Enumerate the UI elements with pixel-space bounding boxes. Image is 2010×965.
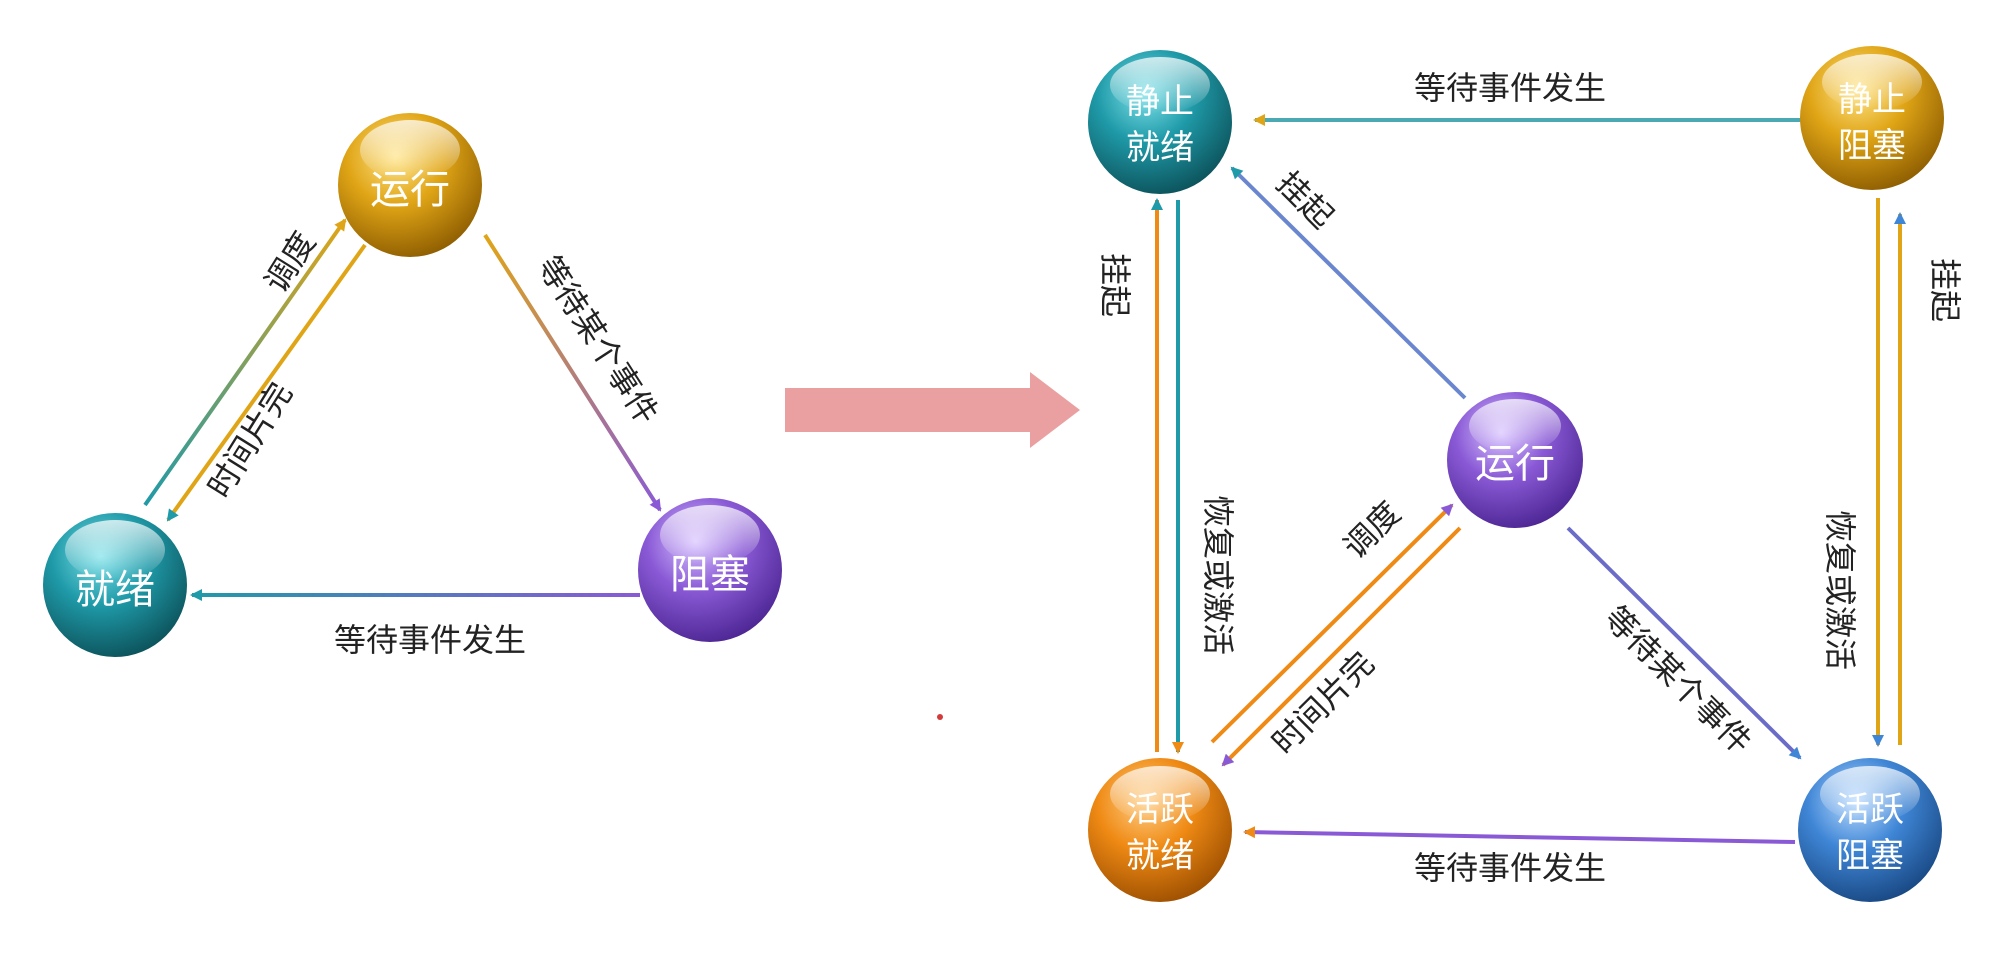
edge-active-ready-to-running	[1210, 503, 1454, 744]
label-resume-left: 恢复或激活	[1199, 495, 1237, 655]
transition-arrow	[785, 372, 1080, 448]
edge-ready-to-running	[143, 218, 347, 507]
label-suspend-left: 挂起	[1096, 253, 1134, 317]
node-static-blocked-line2: 阻塞	[1838, 126, 1906, 166]
edge-running-to-blocked	[483, 233, 662, 512]
node-static-ready: 静止 就绪	[1088, 50, 1232, 194]
node-active-blocked: 活跃 阻塞	[1798, 758, 1942, 902]
node-active-ready-line1: 活跃	[1126, 790, 1194, 830]
node-blocked: 阻塞	[638, 498, 782, 642]
edge-running-to-active-blocked	[1566, 526, 1802, 760]
node-static-ready-line2: 就绪	[1126, 128, 1194, 168]
label-timeslice-right: 时间片完	[1264, 644, 1381, 761]
label-dispatch-right: 调度	[1336, 494, 1408, 566]
edge-running-to-ready	[166, 243, 367, 522]
edge-running-to-active-ready	[1221, 526, 1462, 767]
red-dot	[937, 714, 943, 720]
label-resume-right: 恢复或激活	[1821, 510, 1859, 670]
node-ready-label: 就绪	[75, 567, 155, 613]
node-static-blocked: 静止 阻塞	[1800, 46, 1944, 190]
label-suspend-right: 挂起	[1926, 258, 1964, 322]
node-running-label: 运行	[370, 167, 450, 213]
edge-running-to-static-ready	[1230, 166, 1467, 400]
node-static-ready-line1: 静止	[1126, 82, 1194, 122]
node-running-right: 运行	[1447, 392, 1583, 528]
left-diagram: 运行 就绪 阻塞 调度 时间片完 等待某个事件 等待事件发生	[43, 113, 782, 659]
label-event-occurs: 等待事件发生	[334, 621, 526, 659]
node-active-ready-line2: 就绪	[1126, 836, 1194, 876]
node-active-ready: 活跃 就绪	[1088, 758, 1232, 902]
label-bottom-event-occurs: 等待事件发生	[1414, 849, 1606, 887]
edge-active-blocked-to-active-ready	[1243, 826, 1796, 844]
right-diagram: 静止 就绪 静止 阻塞 运行 活跃 就绪 活跃 阻塞 等待事件发生 挂起	[1088, 46, 1964, 902]
label-timeslice: 时间片完	[200, 376, 300, 505]
label-suspend-from-running: 挂起	[1269, 164, 1341, 236]
node-blocked-label: 阻塞	[670, 552, 750, 598]
node-static-blocked-line1: 静止	[1838, 80, 1906, 120]
node-active-blocked-line1: 活跃	[1836, 790, 1904, 830]
node-running-right-label: 运行	[1475, 441, 1555, 487]
node-ready: 就绪	[43, 513, 187, 657]
label-wait-event-right: 等待某个事件	[1597, 599, 1760, 762]
node-active-blocked-line2: 阻塞	[1836, 836, 1904, 876]
label-top-event-occurs: 等待事件发生	[1414, 69, 1606, 107]
node-running: 运行	[338, 113, 482, 257]
